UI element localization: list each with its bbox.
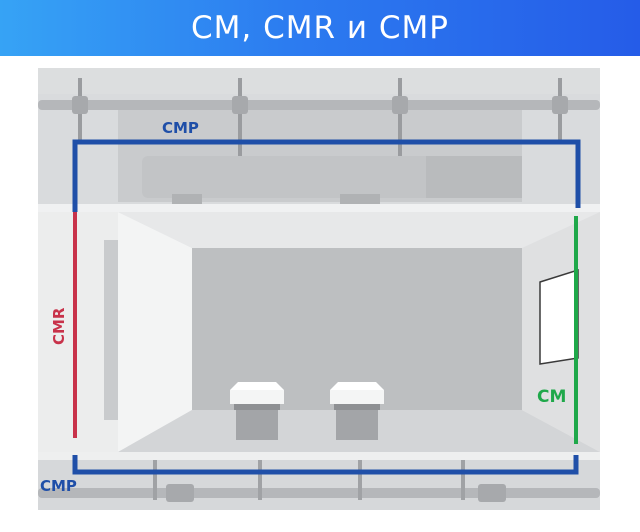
ceiling-slab [38, 204, 600, 212]
bottom-pipe [38, 488, 600, 498]
floor-slab-top [38, 452, 600, 460]
pipe-coupling [478, 484, 506, 502]
pipe-clamp [232, 96, 248, 114]
pipe-hanger [238, 78, 242, 158]
cmp-floor-label: CMP [40, 477, 77, 495]
pipe-clamp [72, 96, 88, 114]
duct-vent [340, 194, 380, 204]
page-title: CM, CMR и CMP [191, 10, 449, 46]
pipe-hanger [461, 460, 465, 500]
top-pipe [38, 100, 600, 110]
pipe-clamp [552, 96, 568, 114]
desk [230, 382, 284, 440]
pipe-coupling [166, 484, 194, 502]
cm-label: CM [537, 387, 566, 407]
pipe-hanger [153, 460, 157, 500]
title-banner: CM, CMR и CMP [0, 0, 640, 56]
room-ceiling [118, 212, 600, 248]
cmp-plenum-label: CMP [162, 119, 199, 137]
window [539, 268, 579, 365]
pipe-clamp [392, 96, 408, 114]
building-cross-section-diagram: CMP CMR CM CMP [38, 68, 600, 510]
left-wall [38, 212, 118, 452]
left-inner-wall [118, 212, 192, 452]
plenum-top-slab [38, 68, 600, 94]
pipe-hanger [398, 78, 402, 158]
cmp-cable-floor [72, 455, 579, 475]
cmr-label: CMR [50, 307, 68, 345]
left-doorway [104, 240, 118, 420]
floor-slab [38, 452, 600, 510]
pipe-hanger [258, 460, 262, 500]
desk [330, 382, 384, 440]
cmp-cable-plenum [72, 139, 581, 212]
pipe-hanger [358, 460, 362, 500]
duct-vent [172, 194, 202, 204]
air-duct-box [426, 156, 522, 198]
